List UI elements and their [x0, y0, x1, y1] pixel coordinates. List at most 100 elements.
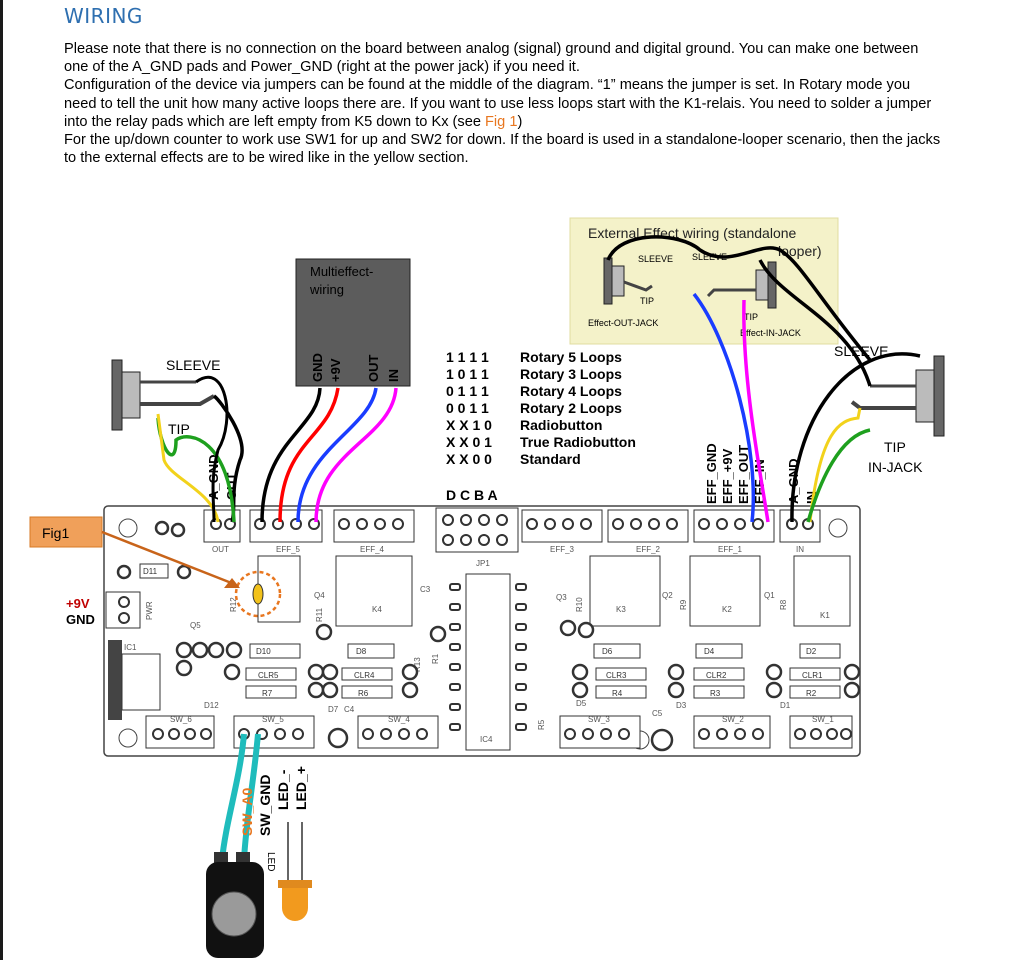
led-icon [278, 822, 312, 921]
jumper-bits-5: X X 0 1 [446, 434, 492, 450]
relay-k4-label: K4 [372, 605, 382, 614]
relay-k3-label: K3 [616, 605, 626, 614]
in-jack-name-label: IN-JACK [868, 459, 923, 475]
clr5-label: CLR5 [258, 671, 279, 680]
out-jack-sleeve-label: SLEEVE [166, 357, 220, 373]
jack-label-eff5: EFF_5 [276, 545, 301, 554]
c5-label: C5 [652, 709, 663, 718]
paragraph-line-2a: Configuration of the device via jumpers … [64, 77, 932, 130]
fig1-arrow-head [224, 578, 240, 588]
eff-pin-out: EFF_OUT [736, 445, 751, 504]
multieffect-pin-in: IN [386, 369, 401, 382]
r2-label: R2 [806, 689, 817, 698]
page-left-border [0, 0, 3, 960]
jumper-bits-6: X X 0 0 [446, 451, 492, 467]
wires [156, 235, 921, 861]
d7-label: D7 [328, 705, 339, 714]
ic4-chip [465, 573, 511, 751]
q5-label: Q5 [190, 621, 201, 630]
jumper-table: 1 1 1 1 Rotary 5 Loops 1 0 1 1 Rotary 3 … [446, 349, 636, 503]
external-box-title-1: External Effect wiring (standalone [588, 225, 797, 241]
multieffect-pin-gnd: GND [310, 353, 325, 382]
power-gnd-label: GND [66, 612, 95, 627]
jack-label-eff2: EFF_2 [636, 545, 661, 554]
r1-label: R1 [431, 653, 440, 664]
clr2-label: CLR2 [706, 671, 727, 680]
diode-d4-label: D4 [704, 647, 715, 656]
power-plus-label: +9V [66, 596, 90, 611]
r4-label: R4 [612, 689, 623, 698]
q2-label: Q2 [662, 591, 673, 600]
multieffect-box [295, 258, 411, 387]
paragraph-line-2: Configuration of the device via jumpers … [64, 76, 944, 131]
d3-label: D3 [676, 701, 687, 710]
external-sleeve-2: SLEEVE [692, 252, 727, 262]
ic4-label: IC4 [480, 735, 493, 744]
ic4-pins [449, 583, 527, 731]
diode-d10-label: D10 [256, 647, 271, 656]
multieffect-title-1: Multieffect- [310, 264, 373, 279]
r12-jumper [252, 583, 264, 605]
multieffect-title-2: wiring [309, 282, 344, 297]
c3-label: C3 [420, 585, 431, 594]
ic1-label: IC1 [124, 643, 137, 652]
d12-label: D12 [204, 701, 219, 710]
multieffect-pin-9v: +9V [328, 358, 343, 382]
jack-label-eff4: EFF_4 [360, 545, 385, 554]
led-label: LED [265, 852, 276, 871]
r6-label: R6 [358, 689, 369, 698]
switch-pads [152, 728, 852, 740]
q1-label: Q1 [764, 591, 775, 600]
r3-label: R3 [710, 689, 721, 698]
mount-hole-tr [828, 518, 848, 538]
diode-d2-label: D2 [806, 647, 817, 656]
clr-resistors [245, 667, 841, 699]
section-heading: WIRING [64, 4, 143, 28]
clr3-label: CLR3 [606, 671, 627, 680]
jack-label-out: OUT [212, 545, 229, 554]
jp1-jumper-block [435, 507, 519, 553]
c4-label: C4 [344, 705, 355, 714]
paragraph-line-2b: ) [517, 113, 523, 130]
jumper-bits-3: 0 0 1 1 [446, 400, 489, 416]
effect-in-jack-icon [706, 261, 777, 309]
jumper-mode-0: Rotary 5 Loops [520, 349, 622, 365]
r7-label: R7 [262, 689, 273, 698]
r12-label: R12 [229, 597, 238, 612]
wiring-paragraph: Please note that there is no connection … [64, 40, 944, 167]
sw3-label: SW_3 [588, 715, 610, 724]
sw1-label: SW_1 [812, 715, 834, 724]
board-pads [116, 520, 861, 752]
eff-pin-9v: EFF_+9V [720, 448, 735, 504]
jumper-bits-1: 1 0 1 1 [446, 366, 489, 382]
jumper-mode-5: True Radiobutton [520, 434, 636, 450]
power-pin-1 [118, 596, 130, 608]
fig-1-link[interactable]: Fig 1 [485, 113, 518, 130]
r9-label: R9 [679, 599, 688, 610]
sw6-label: SW_6 [170, 715, 192, 724]
q4-label: Q4 [314, 591, 325, 600]
diode-d11-label: D11 [143, 567, 158, 576]
diodes [139, 563, 841, 659]
d5-label: D5 [576, 699, 587, 708]
fig1-arrow-line [101, 530, 235, 586]
in-jack-icon [850, 355, 945, 437]
jumper-mode-3: Rotary 2 Loops [520, 400, 622, 416]
eff-pin-gnd: EFF_GND [704, 443, 719, 504]
r5-label: R5 [537, 719, 546, 730]
out-jack-icon [111, 359, 215, 431]
q3-label: Q3 [556, 593, 567, 602]
jumper-mode-2: Rotary 4 Loops [520, 383, 622, 399]
paragraph-line-3: For the up/down counter to work use SW1 … [64, 132, 941, 167]
jumper-bits-4: X X 1 0 [446, 417, 492, 433]
sw4-label: SW_4 [388, 715, 410, 724]
effect-out-jack-label: Effect-OUT-JACK [588, 318, 658, 328]
ic1-regulator [108, 640, 122, 720]
r8-label: R8 [779, 599, 788, 610]
jumper-mode-4: Radiobutton [520, 417, 602, 433]
in-jack-tip-label: TIP [884, 439, 906, 455]
jumper-header: D C B A [446, 487, 498, 503]
sw-pin-led-plus: LED_+ [293, 766, 309, 810]
jack-label-eff3: EFF_3 [550, 545, 575, 554]
